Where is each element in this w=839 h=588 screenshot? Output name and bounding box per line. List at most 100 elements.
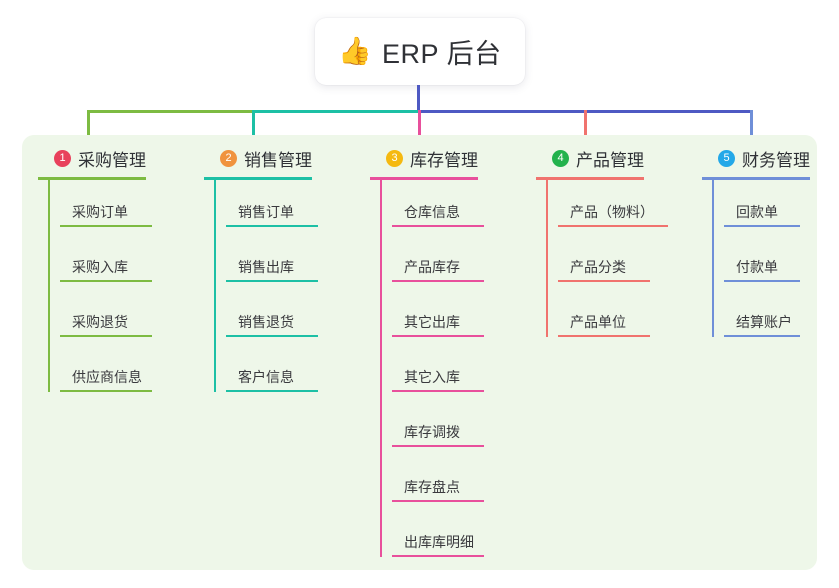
- leaf-item-label: 产品库存: [404, 259, 460, 275]
- leaf-item[interactable]: 产品分类: [558, 235, 650, 290]
- leaf-item-label: 采购订单: [72, 204, 128, 220]
- branch-underline: [38, 177, 146, 180]
- branch-title: 销售管理: [244, 150, 312, 170]
- branch-number-badge: 5: [718, 149, 735, 167]
- leaf-item[interactable]: 付款单: [724, 235, 810, 290]
- leaf-item-label: 仓库信息: [404, 204, 460, 220]
- leaf-item-rule: [724, 225, 800, 227]
- branch-spine-line: [712, 180, 714, 337]
- leaf-item-rule: [60, 225, 152, 227]
- leaf-item-label: 回款单: [736, 204, 778, 220]
- branches-panel: [22, 135, 817, 570]
- root-title: ERP 后台: [382, 39, 502, 69]
- branch-spine-line: [380, 180, 382, 557]
- branch-drop-line-4: [584, 110, 587, 137]
- leaf-item[interactable]: 回款单: [724, 180, 810, 235]
- leaf-item[interactable]: 采购入库: [60, 235, 152, 290]
- branch-column-5: 5 财务管理回款单付款单结算账户: [702, 145, 810, 345]
- leaf-item-rule: [392, 555, 484, 557]
- branch-number-badge: 3: [386, 149, 403, 167]
- leaf-item-label: 产品单位: [570, 314, 626, 330]
- branch-item-list: 产品（物料） 产品分类产品单位: [536, 180, 668, 345]
- leaf-item[interactable]: 产品（物料）: [558, 180, 668, 235]
- branch-drop-line-3: [418, 110, 421, 137]
- leaf-item[interactable]: 其它出库: [392, 290, 484, 345]
- root-trunk-line: [417, 85, 420, 112]
- branch-drop-line-2: [252, 110, 255, 137]
- root-node[interactable]: 👍 ERP 后台: [315, 18, 525, 85]
- branch-spine-line: [214, 180, 216, 392]
- leaf-item[interactable]: 仓库信息: [392, 180, 484, 235]
- branch-title: 产品管理: [576, 150, 644, 170]
- leaf-item-rule: [60, 280, 152, 282]
- leaf-item-rule: [226, 390, 318, 392]
- branch-header-2[interactable]: 2 销售管理: [204, 145, 312, 171]
- branch-drop-line-5: [750, 110, 753, 137]
- leaf-item-label: 采购入库: [72, 259, 128, 275]
- branch-title: 财务管理: [742, 150, 810, 170]
- leaf-item[interactable]: 销售出库: [226, 235, 318, 290]
- leaf-item[interactable]: 库存调拨: [392, 400, 484, 455]
- leaf-item[interactable]: 销售退货: [226, 290, 318, 345]
- leaf-item[interactable]: 采购退货: [60, 290, 152, 345]
- leaf-item-rule: [558, 335, 650, 337]
- leaf-item-rule: [226, 335, 318, 337]
- leaf-item-rule: [392, 445, 484, 447]
- leaf-item-label: 库存盘点: [404, 479, 460, 495]
- leaf-item-label: 产品分类: [570, 259, 626, 275]
- leaf-item-rule: [392, 500, 484, 502]
- leaf-item-label: 出库库明细: [404, 534, 474, 550]
- leaf-item-label: 销售退货: [238, 314, 294, 330]
- leaf-item-rule: [60, 335, 152, 337]
- leaf-item-rule: [392, 335, 484, 337]
- hbar-segment-2: [252, 110, 419, 113]
- leaf-item-rule: [226, 225, 318, 227]
- branch-item-list: 销售订单销售出库销售退货客户信息: [204, 180, 318, 400]
- leaf-item-rule: [60, 390, 152, 392]
- leaf-item[interactable]: 产品库存: [392, 235, 484, 290]
- leaf-item-rule: [558, 225, 668, 227]
- leaf-item-label: 其它出库: [404, 314, 460, 330]
- leaf-item[interactable]: 采购订单: [60, 180, 152, 235]
- leaf-item-rule: [724, 335, 800, 337]
- branch-item-list: 仓库信息产品库存其它出库其它入库库存调拨库存盘点出库库明细: [370, 180, 484, 565]
- leaf-item-rule: [392, 225, 484, 227]
- branch-number-badge: 2: [220, 149, 237, 167]
- leaf-item[interactable]: 供应商信息: [60, 345, 152, 400]
- leaf-item-rule: [226, 280, 318, 282]
- leaf-item-label: 其它入库: [404, 369, 460, 385]
- leaf-item[interactable]: 销售订单: [226, 180, 318, 235]
- leaf-item[interactable]: 客户信息: [226, 345, 318, 400]
- leaf-item-label: 销售订单: [238, 204, 294, 220]
- leaf-item[interactable]: 出库库明细: [392, 510, 484, 565]
- branch-spine-line: [48, 180, 50, 392]
- leaf-item-label: 结算账户: [736, 314, 792, 330]
- branch-column-2: 2 销售管理销售订单销售出库销售退货客户信息: [204, 145, 318, 400]
- thumbs-up-icon: 👍: [338, 36, 373, 67]
- branch-underline: [702, 177, 810, 180]
- leaf-item[interactable]: 库存盘点: [392, 455, 484, 510]
- branch-underline: [536, 177, 644, 180]
- branch-number-badge: 1: [54, 149, 71, 167]
- branch-underline: [370, 177, 478, 180]
- leaf-item-rule: [724, 280, 800, 282]
- leaf-item-label: 供应商信息: [72, 369, 142, 385]
- branch-spine-line: [546, 180, 548, 337]
- leaf-item-label: 付款单: [736, 259, 778, 275]
- branch-item-list: 采购订单采购入库采购退货供应商信息: [38, 180, 152, 400]
- branch-header-5[interactable]: 5 财务管理: [702, 145, 810, 171]
- leaf-item[interactable]: 其它入库: [392, 345, 484, 400]
- hbar-segment-1: [87, 110, 253, 113]
- leaf-item-label: 产品（物料）: [570, 204, 654, 220]
- leaf-item[interactable]: 产品单位: [558, 290, 650, 345]
- branch-item-list: 回款单付款单结算账户: [702, 180, 810, 345]
- leaf-item[interactable]: 结算账户: [724, 290, 810, 345]
- leaf-item-rule: [392, 390, 484, 392]
- branch-underline: [204, 177, 312, 180]
